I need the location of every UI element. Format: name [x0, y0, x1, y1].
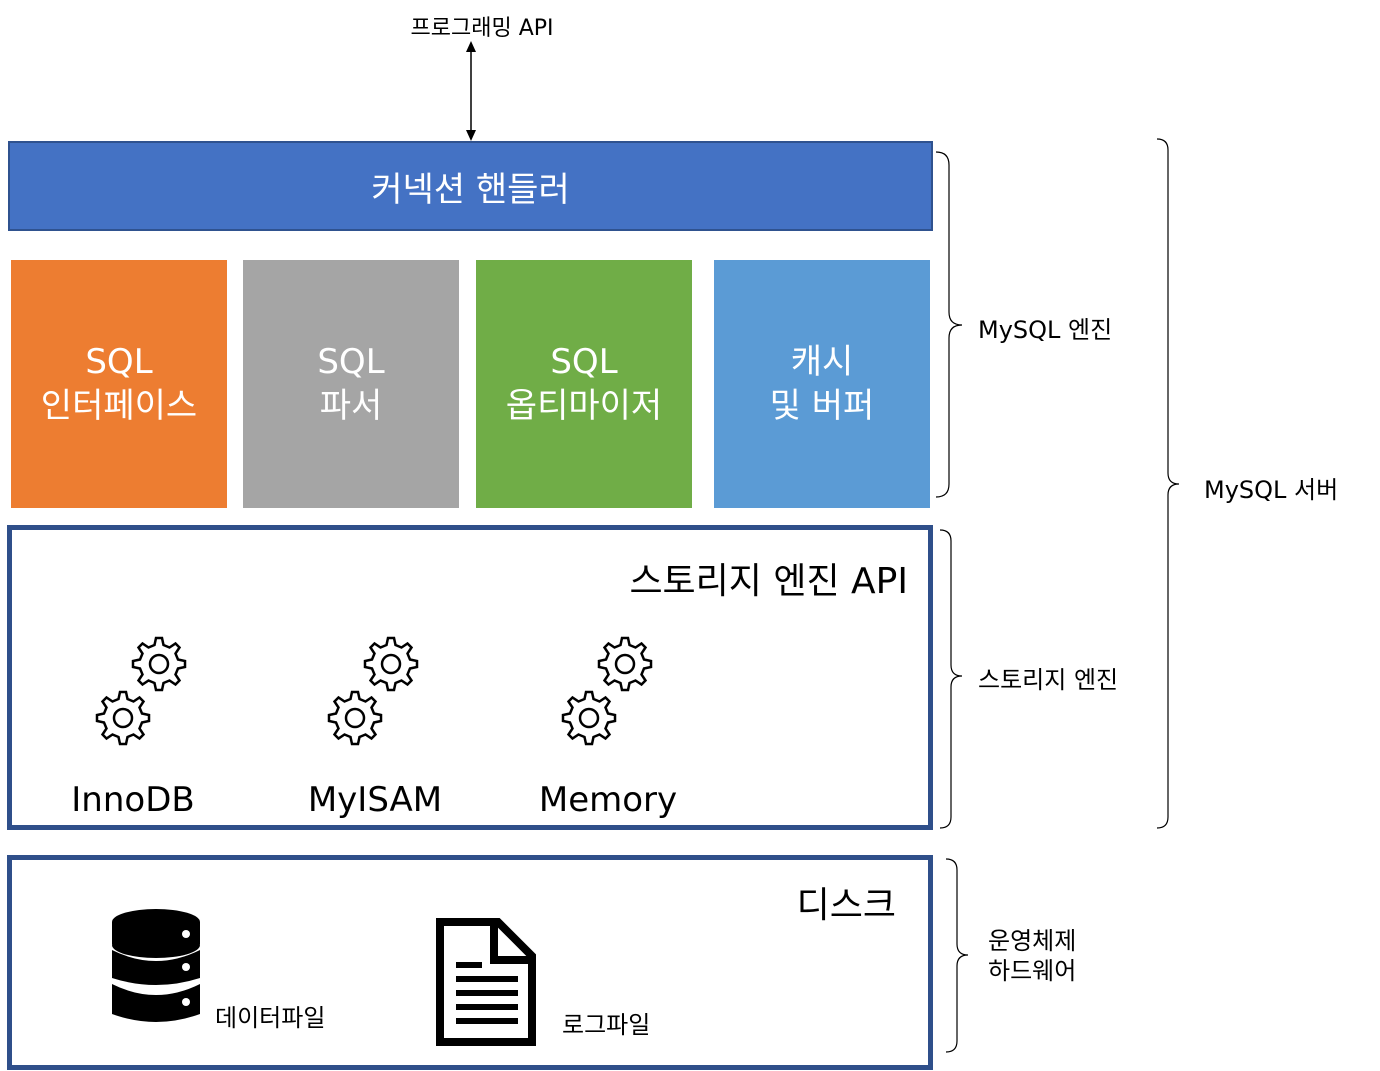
- storage-engine-bracket: [939, 529, 963, 829]
- module-line2: 인터페이스: [40, 386, 198, 426]
- cache-buffer-module: 캐시 및 버퍼: [714, 260, 930, 508]
- connection-handler: 커넥션 핸들러: [8, 141, 933, 231]
- database-icon: [112, 909, 200, 1022]
- mysql-server-bracket: [1156, 138, 1180, 829]
- log-file-label: 로그파일: [562, 1011, 651, 1039]
- module-line1: SQL: [85, 342, 153, 382]
- sql-optimizer-module: SQL 옵티마이저: [476, 260, 692, 508]
- module-line1: 캐시: [790, 342, 854, 382]
- data-file-label: 데이터파일: [215, 1004, 326, 1032]
- module-line1: SQL: [317, 342, 385, 382]
- gear-icon: [561, 636, 653, 746]
- storage-engine-api-title: 스토리지 엔진 API: [629, 561, 908, 602]
- sql-interface-module: SQL 인터페이스: [11, 260, 227, 508]
- module-line2: 및 버퍼: [769, 386, 875, 426]
- hardware-label: 하드웨어: [988, 957, 1077, 985]
- mysql-engine-label: MySQL 엔진: [978, 316, 1113, 344]
- disk-title: 디스크: [796, 885, 896, 926]
- engine-innodb: InnoDB: [71, 780, 195, 820]
- storage-engine-label: 스토리지 엔진: [978, 666, 1119, 694]
- mysql-engine-bracket: [935, 151, 963, 498]
- disk-panel: 디스크 데이터파일 로그파일: [7, 855, 933, 1070]
- sql-parser-module: SQL 파서: [243, 260, 459, 508]
- os-hardware-bracket: [945, 858, 969, 1053]
- gear-icon: [95, 636, 187, 746]
- document-icon: [436, 918, 536, 1046]
- os-hardware-label: 운영체제 하드웨어: [988, 926, 1076, 986]
- mysql-server-label: MySQL 서버: [1204, 476, 1339, 504]
- engine-myisam: MyISAM: [307, 780, 443, 820]
- module-line1: SQL: [550, 342, 618, 382]
- programming-api-label: 프로그래밍 API: [410, 16, 554, 41]
- engine-memory: Memory: [538, 780, 678, 820]
- module-line2: 파서: [319, 386, 383, 426]
- os-label: 운영체제: [988, 927, 1077, 955]
- storage-engine-panel: 스토리지 엔진 API InnoDB MyISAM Memory: [7, 525, 933, 830]
- module-line2: 옵티마이저: [505, 386, 663, 426]
- gear-icon: [327, 636, 419, 746]
